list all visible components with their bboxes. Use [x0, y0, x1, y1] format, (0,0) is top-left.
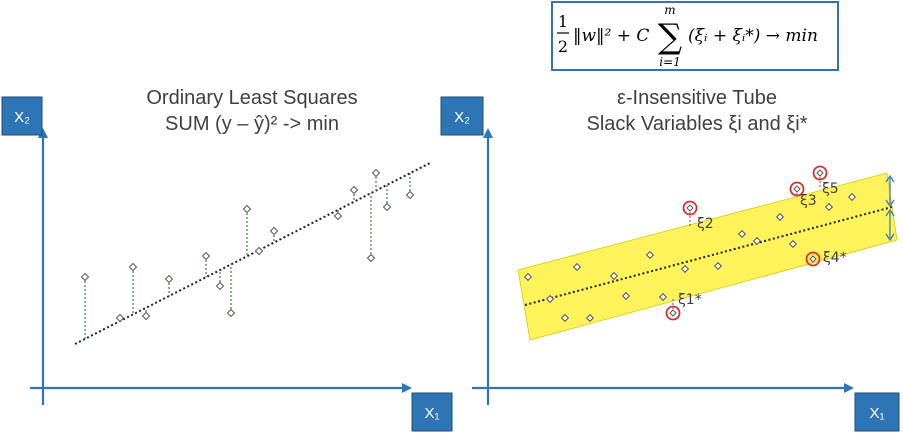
svr-objective-formula: 1 2 ‖w‖² + C m ∑ i=1 (ξᵢ + ξᵢ*) → min — [551, 1, 839, 71]
formula-sum-lower: i=1 — [659, 55, 681, 69]
data-point — [775, 212, 785, 222]
slack-label: ξ3 — [800, 193, 817, 209]
ols-regression-line — [74, 162, 431, 345]
left-y-axis-label: X₂ — [14, 109, 30, 126]
data-point — [80, 272, 90, 282]
slack-label: ξ4* — [823, 250, 847, 266]
data-point — [713, 261, 723, 271]
epsilon-arrow-heads — [885, 174, 895, 242]
data-point — [382, 202, 392, 212]
data-point — [371, 168, 381, 178]
right-x-axis-label: X₁ — [869, 405, 884, 422]
ols-residuals — [80, 168, 415, 339]
right-title-line2: Slack Variables ξi and ξi* — [587, 113, 808, 135]
data-point — [680, 264, 690, 274]
slack-marker — [789, 181, 805, 197]
epsilon-tube — [517, 172, 898, 341]
data-point — [333, 211, 343, 221]
svr-regression-line — [524, 206, 893, 306]
slack-marker — [812, 165, 828, 181]
slack-label: ξ1* — [678, 292, 702, 308]
data-point — [128, 262, 138, 272]
slack-point — [816, 169, 824, 177]
data-point — [164, 274, 174, 284]
left-x-axis-box — [411, 392, 453, 432]
data-point — [366, 253, 376, 263]
formula-box — [551, 1, 839, 71]
data-point — [215, 281, 225, 291]
data-point — [141, 311, 151, 321]
right-x-axis-box — [854, 392, 900, 432]
formula-sum-upper: m — [664, 3, 675, 17]
slack-point — [669, 309, 677, 317]
data-point — [737, 229, 747, 239]
data-point — [405, 190, 415, 200]
slack-point — [809, 255, 817, 263]
data-point — [523, 272, 533, 282]
svr-slack-points: ξ2 ξ3 ξ5 ξ4* ξ1* — [665, 165, 847, 321]
data-point — [226, 308, 236, 318]
left-title-line1: Ordinary Least Squares — [146, 87, 357, 109]
formula-summand: (ξᵢ + ξᵢ*) → min — [688, 26, 818, 46]
data-point — [621, 291, 631, 301]
data-point — [560, 313, 570, 323]
slack-point — [793, 185, 801, 193]
data-point — [752, 236, 762, 246]
right-panel: X₂ X₁ ε-Insensitive Tube Slack Variables… — [440, 87, 900, 432]
slack-marker — [682, 200, 698, 216]
formula-half-numerator: 1 — [558, 12, 568, 31]
data-point — [788, 239, 798, 249]
formula-sum-sign: ∑ — [658, 17, 682, 57]
data-point — [269, 226, 279, 236]
data-point — [572, 262, 582, 272]
right-y-axis-box — [440, 96, 484, 136]
left-title-line2: SUM (y – ŷ)² -> min — [165, 113, 339, 135]
right-title-line1: ε-Insensitive Tube — [617, 87, 777, 109]
slack-label: ξ5 — [822, 181, 839, 197]
data-point — [201, 251, 211, 261]
data-point — [242, 204, 252, 214]
data-point — [115, 313, 125, 323]
svr-points — [523, 192, 857, 323]
slack-marker — [805, 251, 821, 267]
slack-point — [686, 204, 694, 212]
data-point — [609, 271, 619, 281]
left-y-axis-box — [1, 96, 43, 136]
data-point — [645, 250, 655, 260]
formula-half-denominator: 2 — [558, 37, 568, 56]
formula-norm-term: ‖w‖² + C — [573, 26, 649, 46]
slack-marker — [665, 305, 681, 321]
left-x-axis-label: X₁ — [424, 405, 439, 422]
data-point — [824, 202, 834, 212]
slack-label: ξ2 — [697, 216, 714, 232]
data-point — [349, 185, 359, 195]
right-y-axis-label: X₂ — [454, 109, 470, 126]
data-point — [585, 313, 595, 323]
data-point — [254, 246, 264, 256]
data-point — [847, 192, 857, 202]
data-point — [545, 294, 555, 304]
left-panel: X₂ X₁ Ordinary Least Squares SUM (y – ŷ)… — [1, 87, 453, 432]
data-point — [658, 292, 668, 302]
